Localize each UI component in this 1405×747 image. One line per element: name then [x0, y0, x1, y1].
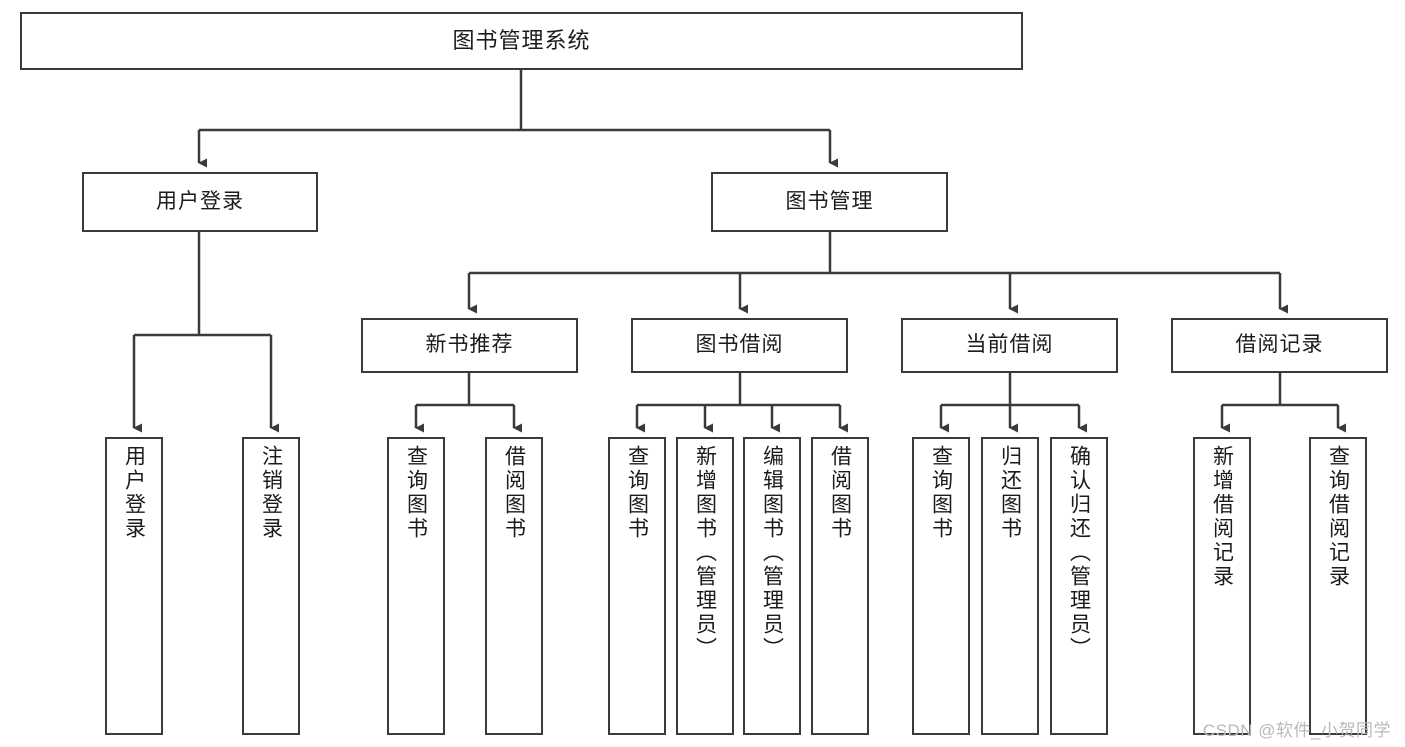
leaf-current-query-book[interactable]: 查询图书: [912, 437, 970, 735]
node-label: 用户登录: [156, 189, 244, 213]
leaf-borrow-edit-book-admin[interactable]: 编辑图书（管理员）: [743, 437, 801, 735]
leaf-user-login-logout[interactable]: 注销登录: [242, 437, 300, 735]
node-label: 借阅记录: [1235, 333, 1324, 357]
node-label: 用户登录: [122, 445, 146, 541]
leaf-user-login-login[interactable]: 用户登录: [105, 437, 163, 735]
node-label: 注销登录: [259, 445, 283, 541]
node-new-book-recommend[interactable]: 新书推荐: [361, 318, 578, 373]
node-label: 图书借阅: [695, 333, 784, 357]
leaf-record-add-record[interactable]: 新增借阅记录: [1193, 437, 1251, 735]
node-label: 图书管理系统: [452, 28, 591, 54]
leaf-current-confirm-return-admin[interactable]: 确认归还（管理员）: [1050, 437, 1108, 735]
leaf-new-book-query[interactable]: 查询图书: [387, 437, 445, 735]
leaf-current-return-book[interactable]: 归还图书: [981, 437, 1039, 735]
node-label: 查询借阅记录: [1326, 445, 1350, 589]
node-label: 新书推荐: [425, 333, 514, 357]
node-label: 查询图书: [404, 445, 428, 541]
node-book-management[interactable]: 图书管理: [711, 172, 948, 232]
node-borrow-record[interactable]: 借阅记录: [1171, 318, 1388, 373]
node-label: 当前借阅: [965, 333, 1054, 357]
node-label: 编辑图书（管理员）: [760, 445, 784, 661]
leaf-borrow-query-book[interactable]: 查询图书: [608, 437, 666, 735]
csdn-watermark: CSDN @软件_小贺同学: [1202, 721, 1391, 740]
leaf-borrow-add-book-admin[interactable]: 新增图书（管理员）: [676, 437, 734, 735]
node-user-login[interactable]: 用户登录: [82, 172, 318, 232]
leaf-borrow-borrow-book[interactable]: 借阅图书: [811, 437, 869, 735]
node-current-borrow[interactable]: 当前借阅: [901, 318, 1118, 373]
node-label: 归还图书: [998, 445, 1022, 541]
node-label: 图书管理: [785, 189, 874, 213]
node-label: 确认归还（管理员）: [1067, 445, 1091, 661]
node-label: 查询图书: [625, 445, 649, 541]
node-label: 借阅图书: [502, 445, 526, 541]
node-label: 新增图书（管理员）: [693, 445, 717, 661]
node-label: 借阅图书: [828, 445, 852, 541]
leaf-record-query-record[interactable]: 查询借阅记录: [1309, 437, 1367, 735]
node-book-borrow[interactable]: 图书借阅: [631, 318, 848, 373]
leaf-new-book-borrow[interactable]: 借阅图书: [485, 437, 543, 735]
node-label: 新增借阅记录: [1210, 445, 1234, 589]
node-root-system[interactable]: 图书管理系统: [20, 12, 1023, 70]
node-label: 查询图书: [929, 445, 953, 541]
